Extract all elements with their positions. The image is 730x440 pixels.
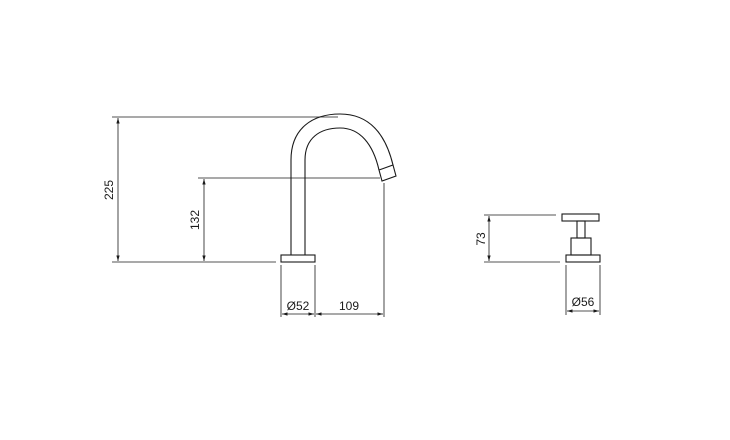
dim-projection: 109: [316, 299, 383, 316]
dim-handle-height-label: 73: [474, 232, 488, 246]
spout-neck-outer: [290, 113, 394, 166]
handle-outline: [561, 213, 601, 263]
dim-handle-base-diameter-label: Ø56: [572, 295, 595, 309]
handle-base-plate: [565, 254, 601, 263]
dim-total-height: 225: [102, 118, 120, 261]
handle-extension-lines: [484, 214, 601, 315]
dim-outlet-height: 132: [188, 179, 206, 261]
spout-outline: [280, 113, 397, 263]
dim-spout-base-diameter-label: Ø52: [287, 299, 310, 313]
spout-extension-lines: [112, 116, 385, 317]
dim-spout-base-diameter: Ø52: [282, 299, 314, 316]
handle-cross-top: [561, 213, 600, 222]
spout-base-plate: [280, 254, 316, 263]
dim-projection-label: 109: [339, 299, 359, 313]
dim-handle-base-diameter: Ø56: [567, 295, 599, 313]
dim-total-height-label: 225: [102, 180, 116, 200]
dim-outlet-height-label: 132: [188, 210, 202, 230]
handle-body: [570, 237, 592, 256]
handle-spindle: [576, 220, 586, 239]
spout-outlet-tip: [378, 164, 397, 182]
dim-handle-height: 73: [474, 216, 491, 261]
spout-neck-inner: [304, 127, 380, 171]
